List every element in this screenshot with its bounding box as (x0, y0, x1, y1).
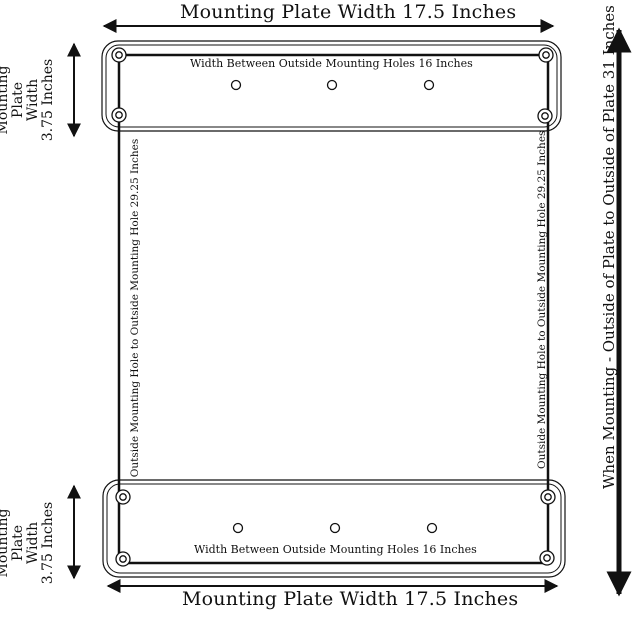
mounting-hole (426, 522, 438, 534)
mounting-hole (329, 522, 341, 534)
mounting-hole (326, 79, 338, 91)
bottom-mounting-plate (102, 479, 566, 578)
bottom-plate-width-label: Mounting Plate Width 17.5 Inches (182, 588, 519, 610)
bottom-side-label-line1: Mounting Plate (0, 508, 26, 578)
mounting-hole (232, 522, 244, 534)
top-side-label-line1: Mounting Plate (0, 65, 26, 135)
bottom-side-label-line3: 3.75 Inches (40, 501, 56, 585)
top-plate-holes (111, 47, 554, 124)
top-side-label-line3: 3.75 Inches (40, 58, 56, 142)
right-hole-distance-label: Outside Mounting Hole to Outside Mountin… (536, 130, 548, 469)
top-plate-width-label: Mounting Plate Width 17.5 Inches (180, 1, 517, 23)
top-mounting-plate (101, 40, 562, 132)
bottom-holes-label: Width Between Outside Mounting Holes 16 … (194, 543, 477, 556)
mounting-hole (423, 79, 435, 91)
mounting-hole-frame (117, 53, 550, 565)
top-holes-label: Width Between Outside Mounting Holes 16 … (190, 57, 473, 70)
overall-height-label: When Mounting - Outside of Plate to Outs… (600, 5, 618, 489)
top-side-label: Mounting Plate Width 3.75 Inches (0, 52, 56, 148)
mounting-hole (230, 79, 242, 91)
bottom-side-label: Mounting Plate Width 3.75 Inches (0, 495, 56, 591)
bottom-plate-holes (115, 489, 556, 567)
left-hole-distance-label: Outside Mounting Hole to Outside Mountin… (129, 138, 141, 478)
bottom-side-label-line2: Width (25, 521, 41, 565)
top-side-label-line2: Width (25, 78, 41, 122)
